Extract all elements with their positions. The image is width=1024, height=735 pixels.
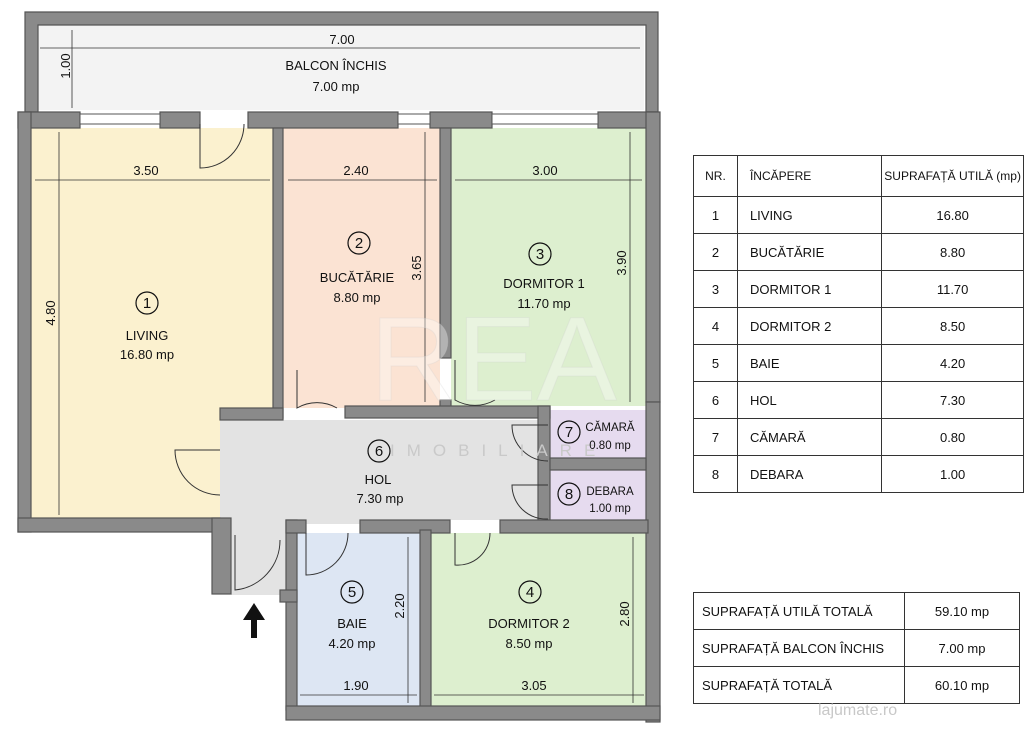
svg-text:2: 2 [355,235,363,252]
bath-width-dim: 1.90 [343,678,368,693]
entrance-arrow-icon [243,603,265,638]
svg-text:16.80 mp: 16.80 mp [120,347,174,362]
svg-text:7.30 mp: 7.30 mp [357,491,404,506]
svg-text:CĂMARĂ: CĂMARĂ [585,421,635,434]
bath-height-dim: 2.20 [392,593,407,618]
bedroom1-floor [451,128,646,406]
balcony-width-dim: 7.00 [329,32,354,47]
svg-text:8.80 mp: 8.80 mp [334,290,381,305]
walls [17,11,661,723]
storage8-floor [550,470,646,520]
bedroom2-width-dim: 3.05 [521,678,546,693]
svg-text:8.50 mp: 8.50 mp [506,636,553,651]
room-label-4: 4 DORMITOR 2 8.50 mp [488,580,570,651]
kitchen-width-dim: 2.40 [343,163,368,178]
bedroom2-floor [431,533,648,707]
dimension-lines [35,30,644,703]
storage7-floor [550,410,646,458]
hall-floor [220,420,548,595]
svg-text:8: 8 [565,486,573,503]
doors [174,123,549,591]
svg-text:LIVING: LIVING [126,328,169,343]
svg-text:11.70 mp: 11.70 mp [517,296,570,311]
svg-text:BUCĂTĂRIE: BUCĂTĂRIE [320,270,395,285]
header-area: SUPRAFAȚĂ UTILĂ (mp) [881,155,1024,197]
room-label-3: 3 DORMITOR 1 11.70 mp [503,242,585,311]
balcony-name: BALCON ÎNCHIS [285,58,386,73]
header-nr: NR. [693,155,738,197]
room-label-5: 5 BAIE 4.20 mp [329,580,376,651]
svg-text:6: 6 [375,443,383,460]
plan-watermark-small: IMOBILIARE [390,441,607,460]
svg-text:1.00 mp: 1.00 mp [589,503,631,515]
svg-text:BAIE: BAIE [337,616,367,631]
plan-watermark-big: REA [370,292,617,426]
kitchen-floor [283,128,440,408]
bedroom1-height-dim: 3.90 [614,250,629,275]
svg-text:HOL: HOL [365,472,392,487]
room-label-8: 8 DEBARA 1.00 mp [557,482,634,515]
header-room: ÎNCĂPERE [736,155,883,197]
kitchen-height-dim: 3.65 [409,255,424,280]
svg-text:0.80 mp: 0.80 mp [589,440,631,452]
living-height-dim: 4.80 [43,300,58,325]
rooms-table-header: NR. ÎNCĂPERE SUPRAFAȚĂ UTILĂ (mp) [693,155,1024,197]
room-label-7: 7 CĂMARĂ 0.80 mp [557,420,635,452]
svg-text:7: 7 [565,424,573,441]
bedroom1-width-dim: 3.00 [532,163,557,178]
svg-text:1: 1 [143,295,151,312]
svg-text:4.20 mp: 4.20 mp [329,636,376,651]
svg-text:DORMITOR 2: DORMITOR 2 [488,616,569,631]
room-label-2: 2 BUCĂTĂRIE 8.80 mp [320,231,395,305]
windows [79,113,599,125]
balcony-floor [38,25,644,110]
living-width-dim: 3.50 [133,163,158,178]
svg-text:3: 3 [536,246,544,263]
site-watermark: lajumate.ro [818,702,898,719]
bath-floor [297,533,420,707]
room-label-1: 1 LIVING 16.80 mp [120,291,174,362]
balcony-area: 7.00 mp [313,79,360,94]
floor-plan: REA IMOBILIARE 7.00 1.00 BALCON ÎNCHIS 7… [17,11,661,723]
svg-text:DORMITOR 1: DORMITOR 1 [503,276,584,291]
svg-text:4: 4 [526,584,534,601]
svg-text:DEBARA: DEBARA [586,486,634,498]
room-label-6: 6 HOL 7.30 mp [357,439,404,506]
bedroom2-height-dim: 2.80 [617,601,632,626]
balcony-depth-dim: 1.00 [58,53,73,78]
svg-text:5: 5 [348,584,356,601]
